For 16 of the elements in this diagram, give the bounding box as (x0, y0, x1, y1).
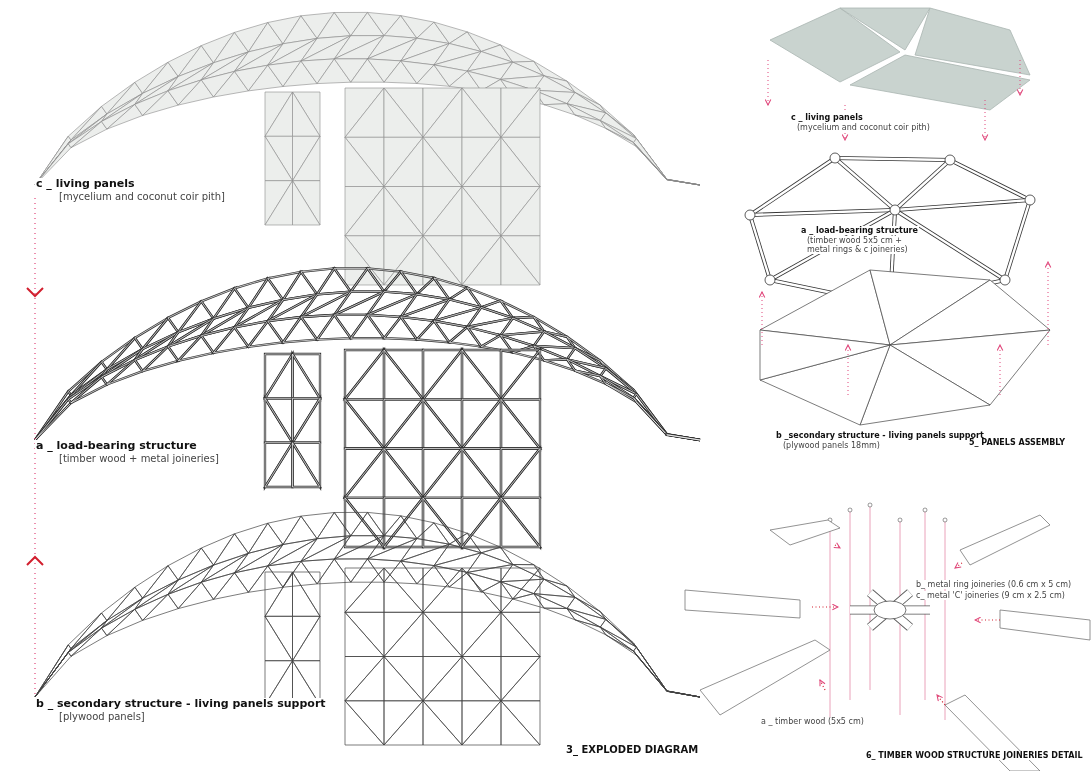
component-label: c _ living panels (790, 113, 864, 123)
figure-caption: 5_ PANELS ASSEMBLY (968, 438, 1066, 448)
component-label: c_ metal 'C' joineries (9 cm x 2.5 cm) (915, 591, 1066, 601)
component-label: a _ load-bearing structure (35, 440, 198, 453)
material-note: [mycelium and coconut coir pith] (58, 191, 226, 203)
component-label: b_ metal ring joineries (0.6 cm x 5 cm) (915, 580, 1073, 590)
material-note: [timber wood + metal joineries] (58, 453, 220, 465)
component-label: a _ timber wood (5x5 cm) (760, 717, 865, 727)
figure-caption: 6_ TIMBER WOOD STRUCTURE JOINERIES DETAIL (865, 751, 1084, 761)
component-label: b _ secondary structure - living panels support (35, 698, 327, 711)
material-note: (mycelium and coconut coir pith) (796, 123, 931, 133)
component-label: c _ living panels (35, 178, 136, 191)
material-note: (plywood panels 18mm) (782, 441, 881, 451)
material-note: [plywood panels] (58, 711, 146, 723)
figure-caption: 3_ EXPLODED DIAGRAM (565, 744, 700, 756)
component-label: a _ load-bearing structure (800, 226, 919, 236)
